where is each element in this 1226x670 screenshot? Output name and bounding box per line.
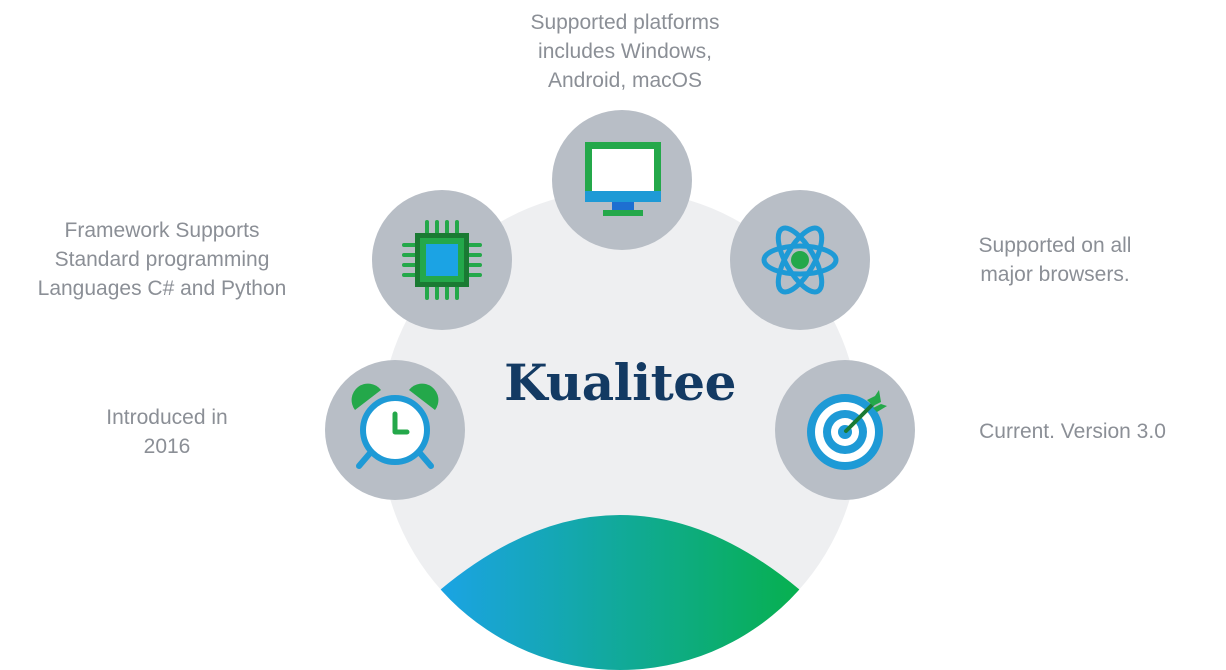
label-browsers: Supported on all major browsers. bbox=[940, 231, 1170, 289]
node-introduced bbox=[325, 360, 465, 500]
label-line: Standard programming bbox=[54, 248, 270, 271]
node-browsers bbox=[730, 190, 870, 330]
label-line: Supported platforms bbox=[530, 11, 720, 34]
monitor-icon bbox=[585, 142, 661, 216]
label-introduced: Introduced in 2016 bbox=[67, 403, 267, 461]
label-line: Languages C# and Python bbox=[37, 277, 287, 300]
gradient-cap bbox=[440, 515, 800, 670]
label-line: 2016 bbox=[143, 435, 191, 458]
node-version bbox=[775, 360, 915, 500]
node-languages bbox=[372, 190, 512, 330]
label-line: Current. Version 3.0 bbox=[979, 420, 1166, 443]
label-languages: Framework Supports Standard programming … bbox=[12, 216, 312, 303]
label-line: Framework Supports bbox=[64, 219, 260, 242]
diagram-title: Kualitee bbox=[504, 353, 736, 412]
label-line: includes Windows, bbox=[538, 40, 712, 63]
chip-icon bbox=[402, 220, 482, 300]
target-icon bbox=[807, 390, 887, 470]
label-line: Android, macOS bbox=[547, 69, 703, 92]
label-line: major browsers. bbox=[980, 263, 1130, 286]
node-platforms bbox=[552, 110, 692, 250]
label-line: Supported on all bbox=[978, 234, 1132, 257]
alarm-clock-icon bbox=[351, 383, 439, 469]
label-platforms: Supported platforms includes Windows, An… bbox=[495, 8, 755, 95]
atom-icon bbox=[761, 225, 839, 295]
label-line: Introduced in bbox=[106, 406, 228, 429]
label-version: Current. Version 3.0 bbox=[950, 417, 1195, 446]
